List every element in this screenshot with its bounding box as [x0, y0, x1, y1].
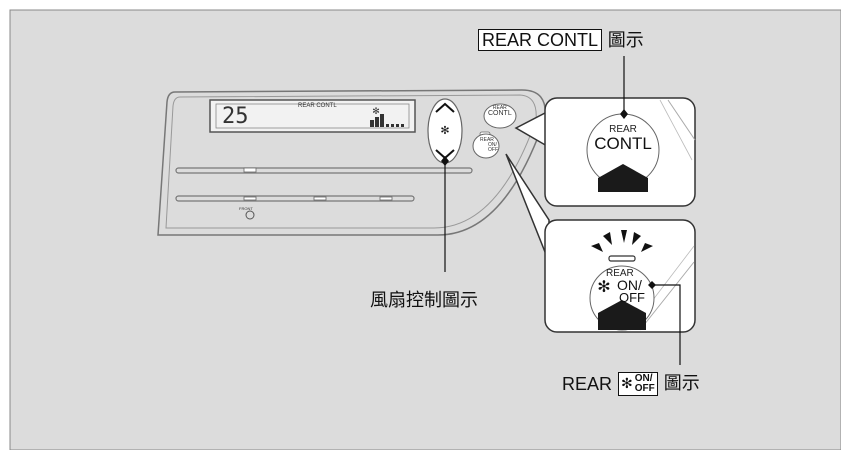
indicator-light-2 — [243, 196, 257, 201]
zoom-onoff-line2: ON/ — [617, 277, 642, 293]
rear-onoff-label-line1: REAR — [480, 137, 494, 143]
fan-up-arrow-icon[interactable] — [435, 102, 455, 113]
leader-rear-contl-dot — [620, 109, 628, 119]
rear-onoff-callout-prefix: REAR — [562, 374, 613, 394]
zoom-contl-line2: CONTL — [594, 134, 652, 153]
fan-icon: ✻ — [440, 124, 449, 137]
leader-rear-onoff — [652, 284, 681, 365]
rear-onoff-callout-box: ✻ ON/ OFF — [618, 372, 658, 396]
press-arrow-2 — [598, 300, 646, 330]
indicator-light-3 — [313, 196, 327, 201]
zoom-onoff-line3: OFF — [619, 290, 645, 305]
zoom-box-1-reflection — [667, 99, 696, 141]
rear-contl-label-line2: CONTL — [488, 110, 512, 117]
rear-contl-button-label: REAR CONTL — [488, 105, 512, 117]
press-arrow-1 — [598, 164, 648, 192]
panel-outline — [157, 89, 547, 236]
display-fan-icon: ✻ — [372, 107, 380, 117]
rear-onoff-callout-suffix: 圖示 — [663, 373, 700, 394]
rear-onoff-label-line3: OFF — [488, 147, 498, 153]
zoom-contl-line1: REAR — [609, 124, 637, 135]
panel-inner-outline — [165, 94, 537, 229]
fan-control-callout: 風扇控制圖示 — [370, 290, 478, 311]
upper-rail — [175, 167, 473, 174]
zoom-onoff-line1: REAR — [606, 268, 634, 279]
leader-onoff-dot — [648, 281, 656, 289]
front-label: FRONT — [239, 206, 253, 211]
fan-level-bars — [370, 114, 404, 127]
leader-fan-dot — [441, 156, 449, 166]
rear-onoff-fan-icon: ✻ — [621, 376, 633, 392]
rear-onoff-callout-box-text: ON/ OFF — [634, 373, 655, 394]
rear-contl-button[interactable] — [483, 103, 517, 129]
rear-onoff-label-line2: ON/ — [488, 142, 497, 148]
rear-contl-callout-suffix: 圖示 — [607, 30, 644, 51]
diagram-frame — [9, 9, 841, 450]
zoom-onoff-fan-icon: ✻ — [597, 277, 610, 296]
zoom-box-2-reflection — [639, 261, 695, 331]
rear-contl-callout-box: REAR CONTL — [478, 29, 603, 51]
display-mode-text: REAR CONTL — [298, 103, 337, 109]
rear-onoff-button-label: REAR ON/ OFF — [480, 138, 498, 153]
zoom-onoff-indicator — [608, 255, 636, 262]
front-defrost-icon — [245, 210, 255, 220]
zoom-box-1-reflection-2 — [659, 99, 693, 161]
indicator-light-4 — [379, 196, 393, 201]
rear-onoff-button[interactable] — [472, 133, 500, 159]
lower-rail — [175, 195, 415, 202]
rear-contl-label-line1: REAR — [492, 105, 507, 111]
rear-onoff-callout: REAR ✻ ON/ OFF 圖示 — [562, 372, 700, 396]
indicator-glow-rays — [591, 230, 653, 252]
display-temperature: 25 — [222, 104, 249, 129]
indicator-light-1 — [243, 167, 257, 173]
display-inner — [215, 103, 410, 129]
rear-contl-callout: REAR CONTL 圖示 — [478, 28, 644, 53]
